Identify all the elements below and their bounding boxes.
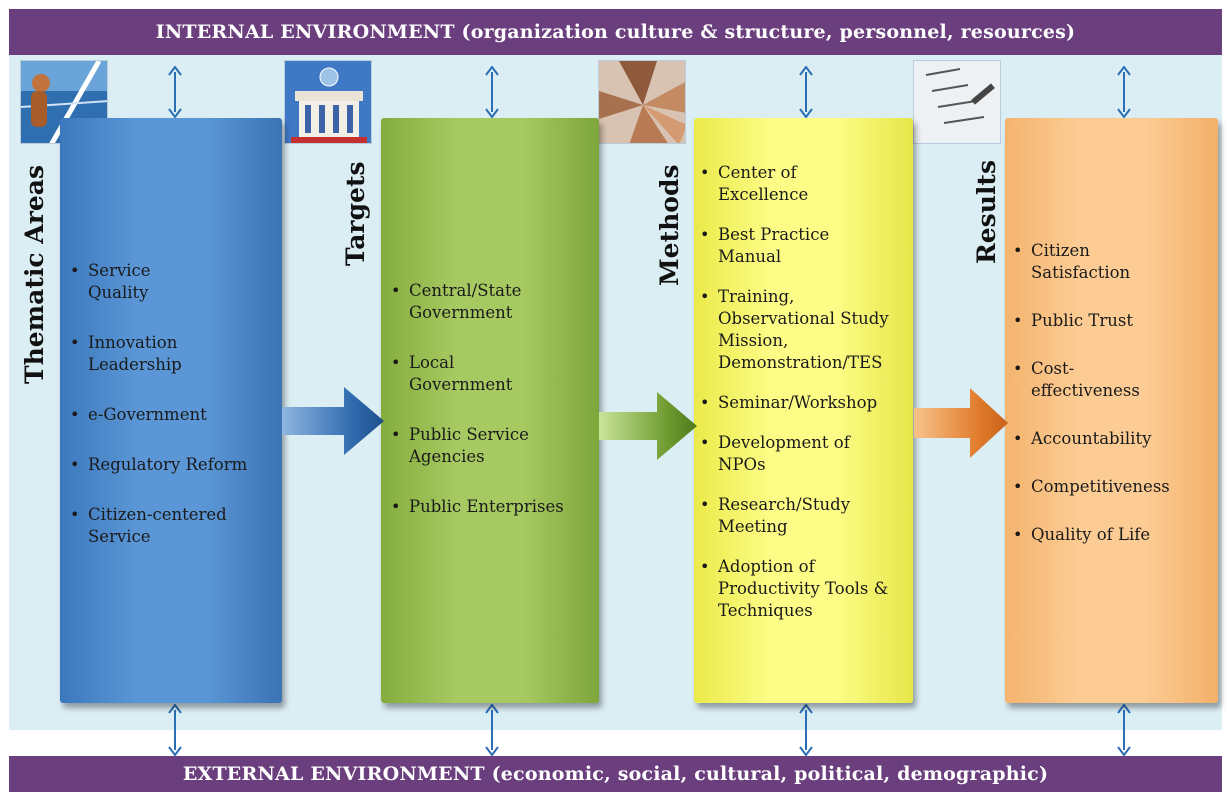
- list-item: Citizen Satisfaction: [1011, 240, 1130, 284]
- internal-environment-banner: INTERNAL ENVIRONMENT (organization cultu…: [9, 9, 1222, 55]
- targets-column: Central/State Government Local Governmen…: [381, 118, 599, 703]
- internal-environment-title: INTERNAL ENVIRONMENT (organization cultu…: [155, 21, 1076, 43]
- list-item: Development of NPOs: [698, 432, 878, 476]
- list-item: Central/State Government: [389, 280, 559, 324]
- results-picture: [913, 60, 1001, 144]
- list-item: Cost-effectiveness: [1011, 358, 1141, 402]
- interaction-arrow-icon: [485, 704, 499, 756]
- list-item: Public Trust: [1011, 310, 1211, 332]
- results-column: Citizen Satisfaction Public Trust Cost-e…: [1005, 118, 1218, 703]
- flow-arrow-icon: [599, 392, 697, 460]
- list-item: Adoption of Productivity Tools & Techniq…: [698, 556, 893, 622]
- methods-picture: [598, 60, 686, 144]
- external-environment-title: EXTERNAL ENVIRONMENT (economic, social, …: [182, 763, 1049, 785]
- list-item: Local Government: [389, 352, 549, 396]
- interaction-arrow-icon: [1117, 66, 1131, 118]
- thematic-areas-label: Thematic Areas: [20, 164, 49, 384]
- targets-picture: [284, 60, 372, 144]
- flow-arrow-icon: [282, 387, 384, 455]
- list-item: Innovation Leadership: [68, 332, 208, 376]
- list-item: Research/Study Meeting: [698, 494, 878, 538]
- thematic-areas-column: Service Quality Innovation Leadership e-…: [60, 118, 282, 703]
- list-item: e-Government: [68, 404, 273, 426]
- list-item: Regulatory Reform: [68, 454, 273, 476]
- interaction-arrow-icon: [168, 66, 182, 118]
- methods-label: Methods: [655, 164, 684, 286]
- list-item: Competitiveness: [1011, 476, 1211, 498]
- results-label: Results: [972, 159, 1001, 264]
- list-item: Quality of Life: [1011, 524, 1211, 546]
- interaction-arrow-icon: [799, 66, 813, 118]
- external-environment-banner: EXTERNAL ENVIRONMENT (economic, social, …: [9, 756, 1222, 792]
- list-item: Public Service Agencies: [389, 424, 559, 468]
- list-item: Training, Observational Study Mission, D…: [698, 286, 913, 374]
- interaction-arrow-icon: [485, 66, 499, 118]
- interaction-arrow-icon: [168, 704, 182, 756]
- interaction-arrow-icon: [1117, 704, 1131, 756]
- list-item: Citizen-centered Service: [68, 504, 248, 548]
- list-item: Accountability: [1011, 428, 1211, 450]
- list-item: Center of Excellence: [698, 162, 828, 206]
- methods-column: Center of Excellence Best Practice Manua…: [694, 118, 913, 703]
- targets-label: Targets: [341, 161, 370, 266]
- list-item: Seminar/Workshop: [698, 392, 910, 414]
- interaction-arrow-icon: [799, 704, 813, 756]
- list-item: Best Practice Manual: [698, 224, 848, 268]
- flow-arrow-icon: [914, 388, 1008, 458]
- list-item: Public Enterprises: [389, 496, 594, 518]
- list-item: Service Quality: [68, 260, 183, 304]
